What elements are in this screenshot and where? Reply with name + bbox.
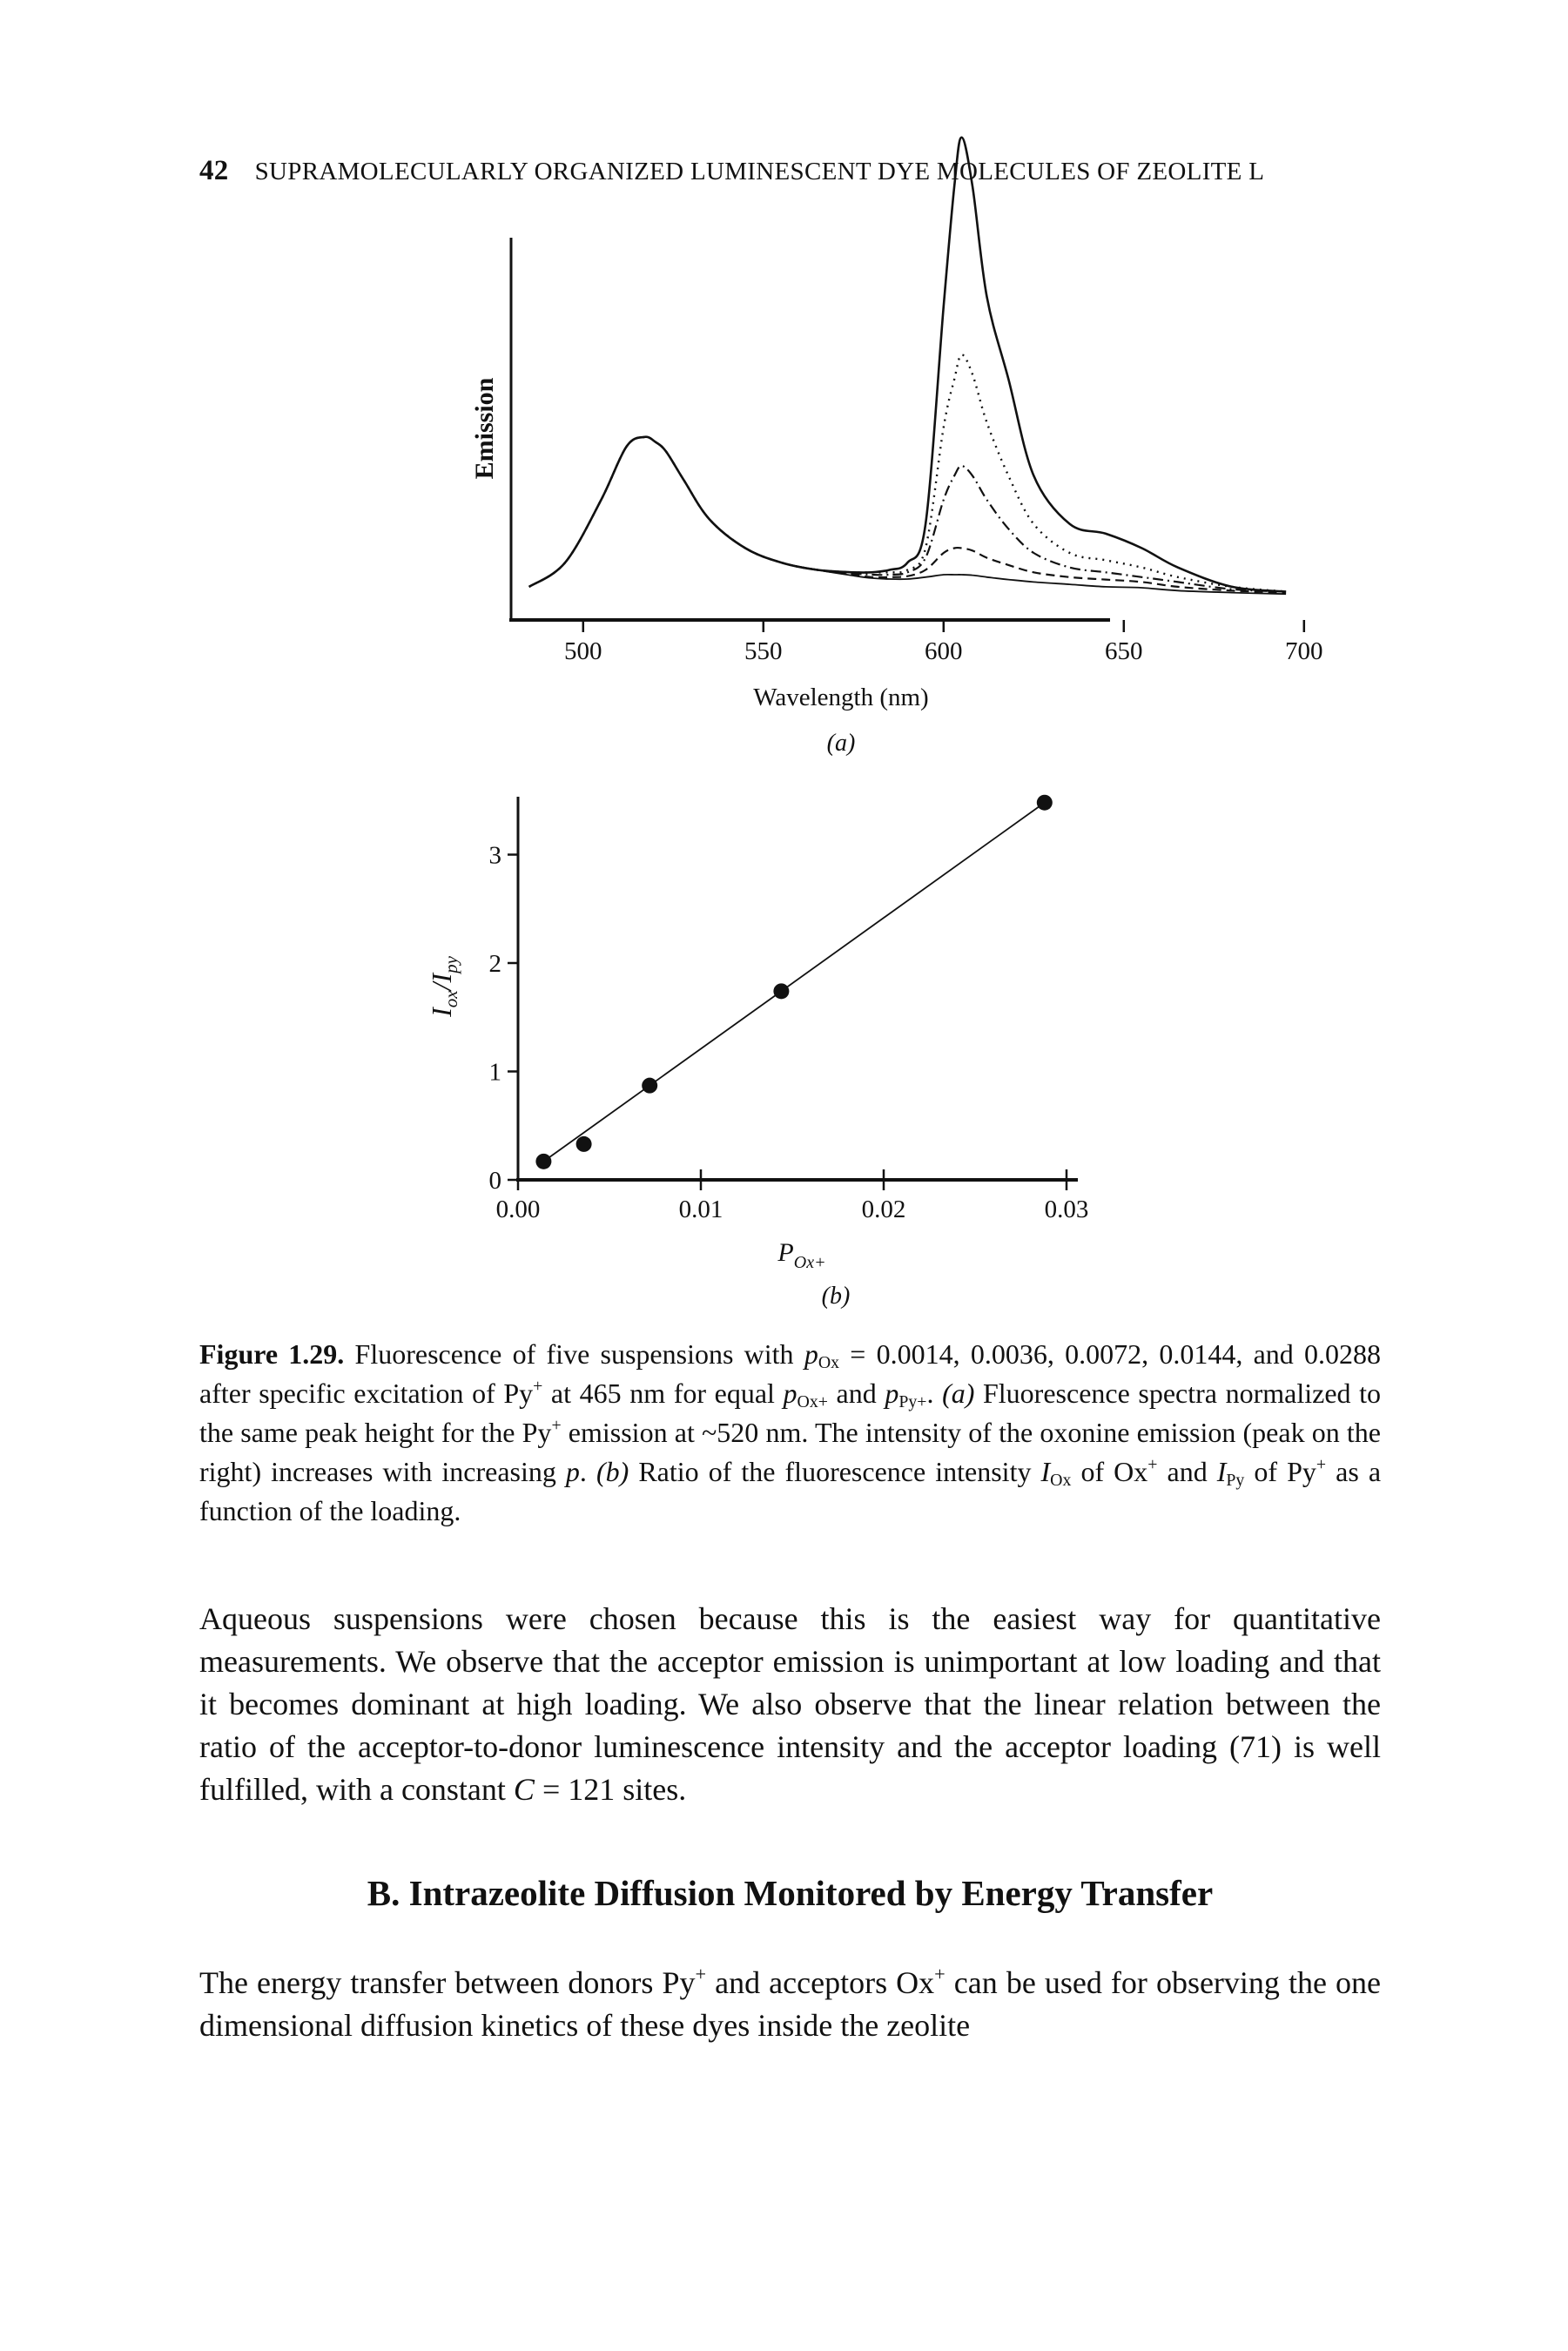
figure-number: Figure 1.29. — [199, 1338, 345, 1370]
data-point — [575, 1135, 592, 1152]
panel-label-b: (b) — [822, 1283, 851, 1310]
y-tick-group: 0 1 2 3 — [489, 842, 518, 1195]
running-head: 42 SUPRAMOLECULARLY ORGANIZED LUMINESCENT… — [199, 155, 1383, 187]
data-point — [1036, 794, 1053, 811]
x-tick-label: 0.00 — [496, 1196, 541, 1223]
data-point — [642, 1077, 658, 1094]
x-tick-label: 500 — [564, 637, 602, 665]
x-tick-label: 0.03 — [1045, 1196, 1089, 1223]
y-axis-label: Iox/Ipy — [426, 955, 461, 1018]
running-head-title: SUPRAMOLECULARLY ORGANIZED LUMINESCENT D… — [254, 158, 1265, 185]
body-paragraph-2: The energy transfer between donors Py+ a… — [199, 1963, 1382, 2043]
y-tick-label: 1 — [489, 1059, 502, 1087]
spectrum-series-4 — [528, 435, 1287, 594]
section-heading: B. Intrazeolite Diffusion Monitored by E… — [367, 1873, 1214, 1913]
figure-caption: Figure 1.29. Fluorescence of five suspen… — [199, 1338, 1382, 1526]
page-number: 42 — [199, 155, 229, 186]
panel-label-a: (a) — [827, 730, 856, 757]
data-point — [773, 983, 790, 1000]
fit-line — [542, 802, 1046, 1162]
body-paragraph-1: Aqueous suspensions were chosen because … — [199, 1601, 1381, 1807]
x-tick-label: 550 — [744, 637, 783, 665]
emission-spectra-chart: 500 550 600 650 700 Emission Wavelength (nm)… — [470, 136, 1323, 757]
y-tick-label: 2 — [489, 950, 502, 978]
spectrum-series-2 — [528, 354, 1287, 593]
data-point — [535, 1153, 552, 1169]
x-tick-label: 700 — [1285, 637, 1323, 665]
ratio-scatter-chart: 0.00 0.01 0.02 0.03 0 1 2 3 Iox/Ipy POx+ (b) — [426, 794, 1089, 1310]
x-tick-label: 0.02 — [862, 1196, 906, 1223]
y-axis-label: Emission — [470, 377, 499, 479]
x-tick-label: 600 — [925, 637, 963, 665]
x-tick-label: 650 — [1105, 637, 1143, 665]
y-tick-label: 3 — [489, 842, 502, 870]
x-tick-label: 0.01 — [679, 1196, 723, 1223]
x-axis-label: Wavelength (nm) — [753, 684, 928, 711]
x-tick-group: 500 550 600 650 700 — [564, 620, 1323, 665]
x-tick-group: 0.00 0.01 0.02 0.03 — [496, 1169, 1089, 1223]
fit-line-group — [542, 802, 1046, 1162]
spectrum-series-5 — [528, 435, 1287, 596]
spectra-series-group — [528, 136, 1287, 596]
x-axis-label: POx+ — [777, 1238, 825, 1272]
y-tick-label: 0 — [489, 1167, 502, 1195]
data-point-group — [535, 794, 1053, 1169]
